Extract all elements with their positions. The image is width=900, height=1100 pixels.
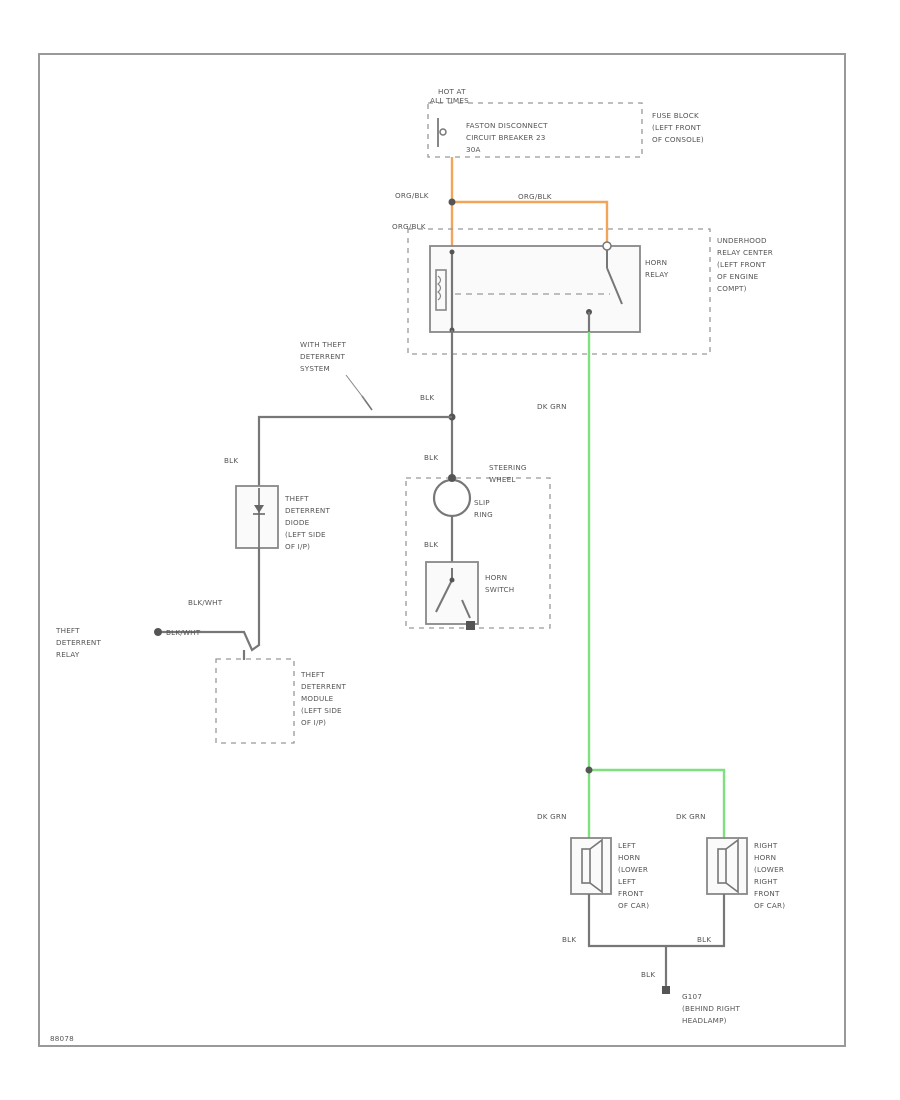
horn-switch-ground (466, 621, 475, 630)
diagram-frame (38, 53, 846, 1047)
slip-ring-label-2: RING (474, 510, 493, 519)
horn-switch-label-2: SWITCH (485, 585, 514, 594)
blk-label-horn-left: BLK (562, 935, 576, 944)
steering-label-1: STEERING (489, 463, 527, 472)
theft-relay-label-3: RELAY (56, 650, 80, 659)
underhood-relay-center-outline (407, 228, 711, 355)
right-horn-label-1: RIGHT (754, 841, 778, 850)
blk-wht-label-a: BLK/WHT (188, 598, 223, 607)
theft-diode-label-1: THEFT (284, 494, 309, 503)
splice-feed (448, 198, 456, 206)
circuit-breaker-label-2: CIRCUIT BREAKER 23 (466, 133, 546, 142)
right-horn-icon (717, 838, 739, 894)
circuit-breaker-label-1: FASTON DISCONNECT (466, 121, 548, 130)
theft-relay-label-2: DETERRENT (56, 638, 102, 647)
ground-label-2: (BEHIND RIGHT (682, 1004, 740, 1013)
steering-label-2: WHEEL (489, 475, 516, 484)
splice-horns (585, 766, 593, 774)
blk-label-horn-right: BLK (697, 935, 711, 944)
right-horn-label-2: HORN (754, 853, 776, 862)
org-blk-label-a: ORG/BLK (395, 191, 429, 200)
theft-module-label-5: OF I/P) (301, 718, 326, 727)
left-horn-label-5: FRONT (618, 889, 644, 898)
right-horn-feed-wire-dk-grn (589, 768, 726, 838)
blk-label-diode: BLK (224, 456, 238, 465)
theft-diode-label-3: DIODE (285, 518, 310, 527)
ground-label-3: HEADLAMP) (682, 1016, 727, 1025)
horn-ground-wire-blk (587, 894, 726, 948)
steering-wheel-outline (405, 477, 551, 629)
blk-label-ground: BLK (641, 970, 655, 979)
theft-deterrent-diode-box (235, 485, 279, 549)
theft-diode-label-4: (LEFT SIDE (285, 530, 326, 539)
left-horn-label-3: (LOWER (618, 865, 648, 874)
right-horn-label-4: RIGHT (754, 877, 778, 886)
figure-id: 88078 (50, 1034, 74, 1043)
org-blk-label-c: ORG/BLK (392, 222, 426, 231)
theft-system-leader (345, 374, 366, 401)
right-horn-label-6: OF CAR) (754, 901, 785, 910)
diode-to-relay-wire-blk-wht (159, 548, 261, 652)
relay-coil-wire-org-blk (452, 200, 609, 245)
horn-switch-label-1: HORN (485, 573, 507, 582)
dk-grn-label-right: DK GRN (676, 812, 706, 821)
theft-deterrent-module-outline (215, 658, 295, 744)
slip-ring-label-1: SLIP (474, 498, 490, 507)
underhood-relay-label-3: (LEFT FRONT (717, 260, 766, 269)
theft-system-label-3: SYSTEM (300, 364, 330, 373)
fuse-block-label-3: OF CONSOLE) (652, 135, 704, 144)
theft-system-label-2: DETERRENT (300, 352, 346, 361)
diode-icon (253, 488, 265, 548)
underhood-relay-label-5: COMPT) (717, 284, 747, 293)
horn-relay-label-1: HORN (645, 258, 667, 267)
slip-ring-icon (432, 478, 472, 518)
left-horn-label-1: LEFT (618, 841, 636, 850)
blk-wht-label-b: BLK/WHT (166, 628, 201, 637)
theft-module-label-4: (LEFT SIDE (301, 706, 342, 715)
ground-label-1: G107 (682, 992, 702, 1001)
blk-label-main: BLK (420, 393, 434, 402)
theft-branch-wire-blk (257, 415, 452, 488)
horn-relay-coil (435, 269, 447, 311)
underhood-relay-label-1: UNDERHOOD (717, 236, 767, 245)
left-horn-label-6: OF CAR) (618, 901, 649, 910)
ground-g107-terminal (662, 986, 670, 994)
theft-module-label-1: THEFT (300, 670, 325, 679)
circuit-breaker-symbol (437, 118, 447, 147)
all-times-label: ALL TIMES (430, 96, 469, 105)
fuse-block-label-2: (LEFT FRONT (652, 123, 701, 132)
theft-relay-connector (154, 628, 162, 636)
org-blk-label-b: ORG/BLK (518, 192, 552, 201)
relay-pin-top-left (449, 249, 455, 255)
underhood-relay-label-4: OF ENGINE (717, 272, 759, 281)
left-horn-label-4: LEFT (618, 877, 636, 886)
left-horn-box (570, 837, 612, 895)
dk-grn-label-main: DK GRN (537, 402, 567, 411)
fuse-block-outline (427, 102, 643, 158)
right-horn-box (706, 837, 748, 895)
theft-module-label-2: DETERRENT (301, 682, 347, 691)
horn-switch-icon (435, 568, 471, 619)
theft-diode-label-5: OF I/P) (285, 542, 310, 551)
right-horn-label-5: FRONT (754, 889, 780, 898)
left-horn-label-2: HORN (618, 853, 640, 862)
hot-at-label: HOT AT (438, 87, 466, 96)
horn-relay-box (429, 245, 641, 333)
theft-module-label-3: MODULE (301, 694, 334, 703)
theft-diode-label-2: DETERRENT (285, 506, 331, 515)
left-horn-icon (581, 838, 603, 894)
right-horn-label-3: (LOWER (754, 865, 784, 874)
blk-label-switch: BLK (424, 540, 438, 549)
slip-ring-contact (448, 474, 456, 482)
horn-relay-label-2: RELAY (645, 270, 669, 279)
dk-grn-label-left: DK GRN (537, 812, 567, 821)
circuit-breaker-label-3: 30A (466, 145, 481, 154)
fuse-block-label-1: FUSE BLOCK (652, 111, 699, 120)
theft-system-label-1: WITH THEFT (300, 340, 346, 349)
underhood-relay-label-2: RELAY CENTER (717, 248, 773, 257)
theft-relay-label-1: THEFT (55, 626, 80, 635)
blk-label-slip: BLK (424, 453, 438, 462)
